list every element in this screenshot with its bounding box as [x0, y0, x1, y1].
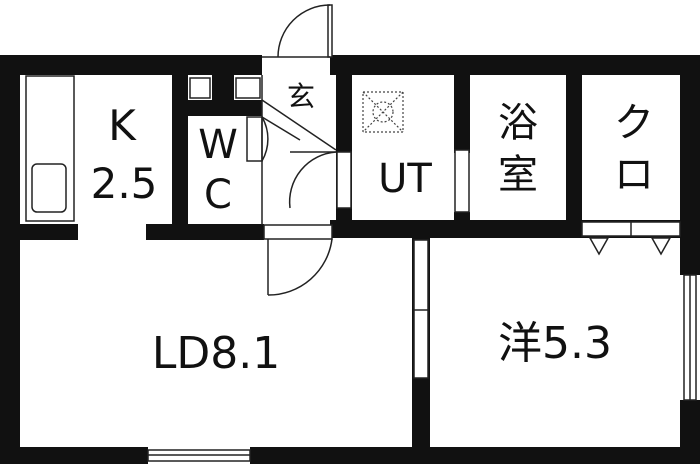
- wall-top-left: [0, 55, 262, 75]
- wall-kitchen-wc: [172, 75, 188, 240]
- bath-label-bottom: 室: [498, 152, 538, 198]
- entrance-door-arc: [277, 4, 331, 58]
- counter: [25, 75, 75, 222]
- wc-door-leaf: [261, 116, 301, 141]
- wall-top-right: [330, 55, 700, 75]
- room-labels: K 2.5 W C 玄 UT 浴 室 ク ロ LD8.1 洋5.3: [91, 80, 654, 379]
- entrance-label: 玄: [287, 80, 315, 113]
- ut-door-arc: [288, 151, 337, 209]
- wall-ut-bath: [454, 75, 470, 153]
- doors: [261, 4, 337, 296]
- wall-bottom-left: [0, 447, 148, 464]
- vent-box: [362, 91, 404, 133]
- wall-wc-top-2: [212, 75, 234, 100]
- wc-label-top: W: [198, 122, 238, 168]
- utility-label: UT: [378, 156, 432, 202]
- kitchen-counter: [25, 75, 75, 222]
- openings: [147, 116, 697, 462]
- closet-hanger-left: [588, 237, 610, 256]
- closet-hanger-right: [650, 237, 672, 256]
- bath-door-opening: [454, 149, 470, 213]
- wc-door-arc: [261, 116, 269, 162]
- ut-door-opening: [336, 151, 352, 209]
- ld-door-frame: [263, 224, 333, 240]
- wall-bottom-right: [250, 447, 700, 464]
- kitchen-label: K: [108, 101, 137, 150]
- wc-door-opening: [246, 116, 263, 162]
- kitchen-size-label: 2.5: [91, 159, 158, 208]
- pipe-shaft-1: [189, 77, 211, 99]
- wall-ut-bath-lower: [454, 212, 470, 220]
- outer-walls: [0, 55, 700, 464]
- wall-wc-top-1: [188, 100, 262, 116]
- entrance-door-leaf: [327, 4, 333, 58]
- entrance-diagonal: [261, 99, 337, 151]
- bath-label-top: 浴: [498, 100, 538, 146]
- ld-door-arc: [267, 238, 333, 296]
- pipe-shaft-2: [235, 77, 261, 99]
- wall-bath-closet: [566, 75, 582, 220]
- western-room-label: 洋5.3: [498, 318, 612, 369]
- wc-top-boxes: [189, 77, 261, 99]
- closet-hangers: [588, 237, 672, 256]
- vent-circle: [372, 101, 394, 123]
- wc-label-bottom: C: [204, 172, 232, 218]
- living-dining-label: LD8.1: [152, 328, 280, 379]
- closet-label-top: ク: [614, 100, 654, 146]
- sink-icon: [31, 163, 67, 213]
- ventilation-icon: [362, 91, 404, 133]
- wall-kitchen-bottom-right: [146, 224, 264, 240]
- vent-cross-2: [362, 91, 404, 133]
- wall-left: [0, 55, 20, 464]
- ld-western-sliding-door: [413, 239, 429, 379]
- wall-right-upper: [680, 55, 700, 275]
- closet-label-bottom: ロ: [614, 152, 654, 198]
- wall-kitchen-bottom-left: [20, 224, 78, 240]
